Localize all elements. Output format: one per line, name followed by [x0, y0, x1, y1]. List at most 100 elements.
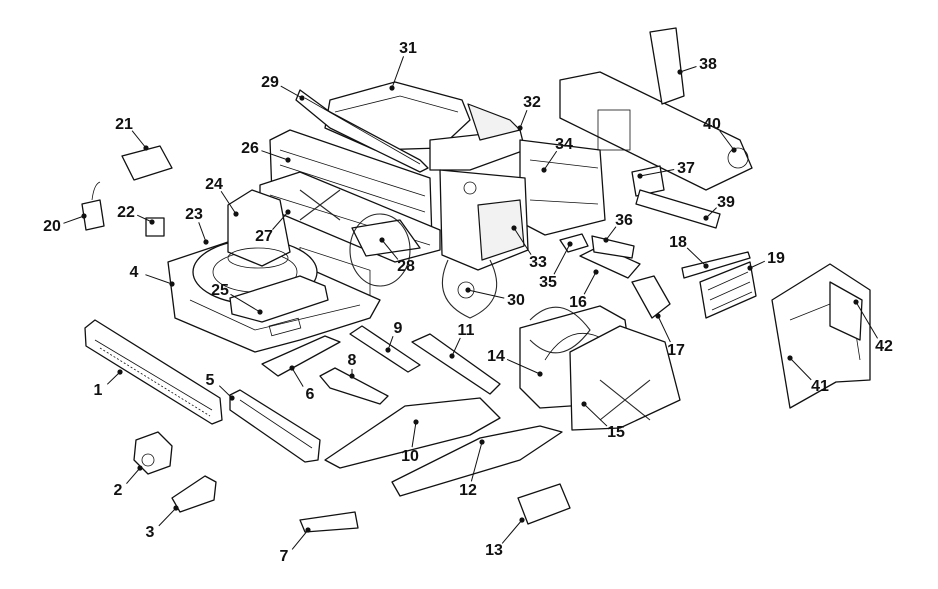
- callout-34: 34: [555, 136, 573, 153]
- part-15-wheel-arch-liner: [569, 325, 681, 431]
- leader-line-10: [411, 421, 417, 448]
- part-35-bracket: [559, 233, 589, 253]
- leader-line-34: [543, 150, 558, 171]
- part-42-pillar-reinforcement: [829, 281, 863, 341]
- leader-dot-10: [413, 419, 419, 425]
- leader-dot-9: [385, 347, 391, 353]
- callout-9: 9: [394, 320, 403, 337]
- callout-7: 7: [280, 548, 289, 565]
- leader-line-11: [451, 337, 461, 357]
- leader-dot-1: [117, 369, 123, 375]
- leader-line-17: [657, 315, 671, 343]
- part-7-bracket: [299, 511, 359, 533]
- leader-dot-5: [229, 395, 235, 401]
- callout-20: 20: [43, 218, 61, 235]
- leader-line-28: [381, 239, 399, 260]
- callout-6: 6: [306, 386, 315, 403]
- part-40-bulkhead: [559, 71, 753, 191]
- leader-line-5: [218, 385, 233, 399]
- leader-line-22: [136, 214, 153, 223]
- leader-dot-8: [349, 373, 355, 379]
- leader-line-40: [719, 130, 735, 151]
- leader-line-1: [106, 371, 121, 385]
- callout-4: 4: [130, 264, 139, 281]
- callout-37: 37: [677, 160, 695, 177]
- callout-17: 17: [667, 342, 685, 359]
- leader-dot-35: [567, 241, 573, 247]
- leader-dot-2: [137, 465, 143, 471]
- leader-dot-14: [537, 371, 543, 377]
- leader-dot-15: [581, 401, 587, 407]
- leader-line-2: [126, 467, 141, 484]
- leader-line-4: [145, 274, 173, 285]
- leader-dot-22: [149, 219, 155, 225]
- callout-8: 8: [348, 352, 357, 369]
- callout-29: 29: [261, 74, 279, 91]
- leader-dot-37: [637, 173, 643, 179]
- part-20-reservoir: [81, 181, 105, 231]
- leader-dot-20: [81, 213, 87, 219]
- callout-38: 38: [699, 56, 717, 73]
- leader-line-12: [470, 441, 483, 482]
- part-19-mesh-panel: [699, 261, 757, 319]
- leader-dot-23: [203, 239, 209, 245]
- leader-dot-36: [603, 237, 609, 243]
- callout-1: 1: [94, 382, 103, 399]
- part-11-longitudinal-brace: [411, 333, 501, 395]
- leader-line-35: [553, 243, 571, 275]
- callout-3: 3: [146, 524, 155, 541]
- part-38-side-panel: [649, 27, 685, 105]
- leader-line-32: [519, 109, 528, 129]
- leader-dot-11: [449, 353, 455, 359]
- leader-line-23: [198, 222, 207, 243]
- leader-dot-28: [379, 237, 385, 243]
- leader-dot-38: [677, 69, 683, 75]
- callout-33: 33: [529, 254, 547, 271]
- part-1-rear-crossmember: [84, 319, 223, 425]
- leader-line-36: [605, 226, 617, 241]
- callout-31: 31: [399, 40, 417, 57]
- part-13-bracket: [517, 483, 571, 525]
- leader-dot-17: [655, 313, 661, 319]
- leader-dot-26: [285, 157, 291, 163]
- leader-line-27: [272, 211, 289, 230]
- leader-line-37: [639, 169, 675, 177]
- part-29-upper-rail: [295, 89, 429, 173]
- leader-line-15: [583, 403, 608, 427]
- leader-dot-3: [173, 505, 179, 511]
- leader-dot-42: [853, 299, 859, 305]
- callout-25: 25: [211, 282, 229, 299]
- leader-line-31: [391, 56, 405, 89]
- part-36-bracket: [591, 235, 635, 259]
- part-24-spare-wheel-cover: [227, 189, 291, 269]
- part-30-clip: [457, 281, 475, 299]
- part-39-lower-rail: [635, 189, 721, 229]
- leader-dot-13: [519, 517, 525, 523]
- callout-26: 26: [241, 140, 259, 157]
- callout-23: 23: [185, 206, 203, 223]
- leader-dot-31: [389, 85, 395, 91]
- part-33-inner-arch: [439, 169, 529, 271]
- leader-dot-21: [143, 145, 149, 151]
- leader-line-7: [291, 529, 309, 550]
- leader-dot-30: [465, 287, 471, 293]
- watermark: [299, 189, 651, 421]
- leader-dot-6: [289, 365, 295, 371]
- callout-16: 16: [569, 294, 587, 311]
- leader-line-18: [686, 247, 707, 267]
- part-21-module: [121, 145, 173, 181]
- callout-32: 32: [523, 94, 541, 111]
- leader-line-33: [513, 227, 532, 255]
- leader-line-29: [280, 85, 303, 99]
- part-2-tow-hook-bracket: [133, 431, 173, 475]
- part-8-floor-reinforcement: [319, 367, 389, 405]
- callout-18: 18: [669, 234, 687, 251]
- leader-line-19: [749, 260, 766, 269]
- callout-21: 21: [115, 116, 133, 133]
- part-28-bracket: [351, 219, 421, 257]
- callout-5: 5: [206, 372, 215, 389]
- leader-dot-19: [747, 265, 753, 271]
